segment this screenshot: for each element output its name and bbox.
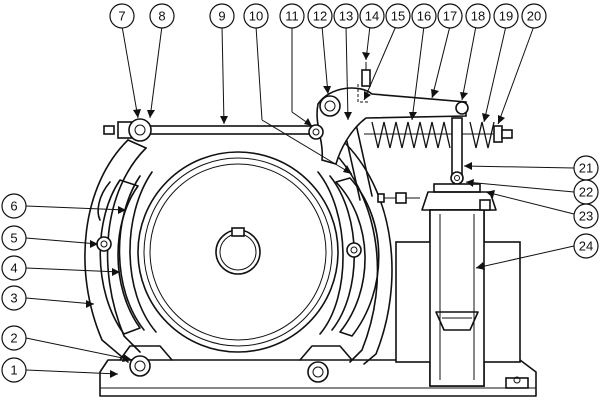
callout-20: 20 — [521, 3, 547, 29]
callout-label: 21 — [579, 161, 593, 176]
callout-23: 23 — [573, 203, 599, 229]
callout-label: 3 — [10, 291, 17, 306]
callout-5: 5 — [1, 225, 27, 251]
pivot-pins — [96, 236, 362, 383]
thruster — [395, 191, 521, 387]
callout-8: 8 — [149, 3, 175, 29]
base-plate — [99, 345, 537, 397]
top-lever — [308, 62, 469, 165]
vertical-link — [433, 117, 481, 193]
callout-19: 19 — [493, 3, 519, 29]
callout-label: 16 — [417, 9, 431, 24]
leader-lines — [25, 25, 575, 378]
callout-3: 3 — [1, 285, 27, 311]
callout-10: 10 — [243, 3, 269, 29]
callout-label: 17 — [443, 9, 457, 24]
callout-18: 18 — [465, 3, 491, 29]
callout-label: 11 — [285, 9, 299, 24]
callout-4: 4 — [1, 255, 27, 281]
callout-label: 20 — [527, 9, 541, 24]
callout-17: 17 — [437, 3, 463, 29]
callout-label: 24 — [579, 239, 593, 254]
callout-label: 8 — [158, 9, 165, 24]
callout-label: 14 — [365, 9, 379, 24]
callout-label: 1 — [10, 363, 17, 378]
brake-drum — [137, 151, 339, 353]
callout-label: 5 — [10, 231, 17, 246]
callout-label: 12 — [313, 9, 327, 24]
callout-11: 11 — [279, 3, 305, 29]
callout-label: 22 — [579, 185, 593, 200]
tie-rod — [103, 118, 313, 142]
callout-9: 9 — [209, 3, 235, 29]
callout-label: 18 — [471, 9, 485, 24]
callout-12: 12 — [307, 3, 333, 29]
callout-21: 21 — [573, 155, 599, 181]
adjusting-screw — [377, 192, 420, 204]
callout-label: 4 — [10, 261, 17, 276]
callout-14: 14 — [359, 3, 385, 29]
callout-label: 2 — [10, 331, 17, 346]
callout-label: 19 — [499, 9, 513, 24]
callout-16: 16 — [411, 3, 437, 29]
callout-13: 13 — [333, 3, 359, 29]
callout-label: 9 — [218, 9, 225, 24]
callout-6: 6 — [1, 193, 27, 219]
callout-label: 7 — [118, 9, 125, 24]
callout-label: 10 — [249, 9, 263, 24]
compression-spring — [364, 121, 513, 149]
callout-7: 7 — [109, 3, 135, 29]
callout-1: 1 — [1, 357, 27, 383]
left-brake-shoe — [97, 171, 157, 335]
callout-15: 15 — [385, 3, 411, 29]
callout-label: 23 — [579, 209, 593, 224]
callout-label: 13 — [339, 9, 353, 24]
callout-label: 15 — [391, 9, 405, 24]
callout-2: 2 — [1, 325, 27, 351]
callout-24: 24 — [573, 233, 599, 259]
callout-label: 6 — [10, 199, 17, 214]
right-brake-arm — [331, 123, 393, 365]
callout-22: 22 — [573, 179, 599, 205]
